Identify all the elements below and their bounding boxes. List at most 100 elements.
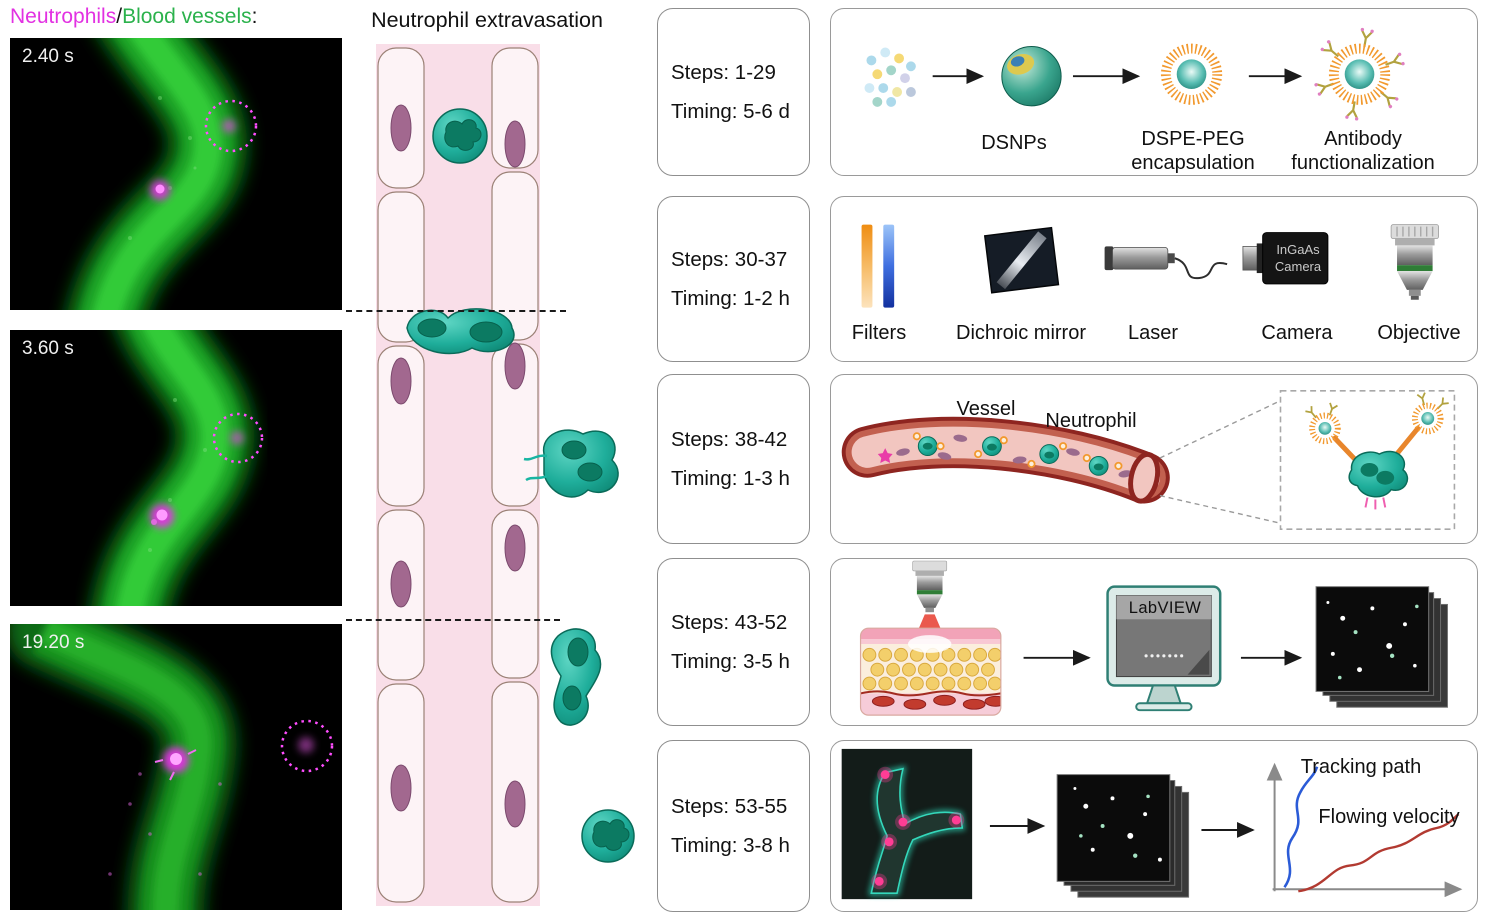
tracking-analysis-illustration <box>841 748 1463 900</box>
steps-box-3: Steps: 38-42 Timing: 1-3 h <box>657 374 810 544</box>
camera-label: Camera <box>1261 322 1333 344</box>
legend-blood-vessels: Blood vessels <box>122 5 252 28</box>
filters-label: Filters <box>851 322 907 344</box>
tracking-circle-icon <box>212 412 264 464</box>
panel-vessel-labeling: Vessel Neutrophil <box>830 374 1478 544</box>
vessel-opening <box>1128 451 1161 504</box>
zoom-line-top <box>1159 400 1281 459</box>
steps-label: Steps: 30-37 <box>671 247 788 271</box>
micrograph-1-image <box>10 38 342 310</box>
timestamp: 2.40 s <box>22 46 74 67</box>
extravasation-illustration <box>376 44 635 906</box>
panel-optical-setup: InGaAs Camera Filters Dichroic mirror La… <box>830 196 1478 362</box>
timing-label: Timing: 3-8 h <box>671 833 790 857</box>
stage-connector-line-2 <box>346 619 560 621</box>
steps-box-4: Steps: 43-52 Timing: 3-5 h <box>657 558 810 726</box>
objective-icon <box>1390 224 1439 300</box>
filters-icon <box>861 224 895 308</box>
zoom-line-bottom <box>1159 494 1281 524</box>
neutrophil-spot <box>154 747 197 781</box>
dichroic-label: Dichroic mirror <box>956 322 1086 344</box>
vessel-label: Vessel <box>956 398 1016 420</box>
legend-neutrophils: Neutrophils <box>10 5 117 28</box>
micrograph-2-image <box>10 330 342 606</box>
linker-rod <box>1392 425 1421 459</box>
neutrophil-dots <box>871 766 965 890</box>
extravasation-title: Neutrophil extravasation <box>371 8 603 32</box>
cilia-marks <box>1364 497 1387 510</box>
steps-label: Steps: 43-52 <box>671 610 788 634</box>
red-blood-cells <box>896 434 1133 478</box>
nanoprobe-icon <box>1309 412 1341 445</box>
timestamp: 19.20 s <box>22 632 85 653</box>
blood-vessel-core <box>81 38 234 310</box>
blood-vessel-cutaway-icon <box>841 416 1170 504</box>
neutrophil-nuclei <box>417 119 630 851</box>
nanoprobe-icon <box>1411 402 1444 435</box>
panel-nanoparticle-synthesis: DSNPs DSPE-PEG encapsulation Antibody fu… <box>830 8 1478 176</box>
zoom-inset-content <box>1305 392 1449 510</box>
antibody-label: Antibody functionalization <box>1291 128 1435 174</box>
micrograph-frame-3: 19.20 s <box>10 624 342 910</box>
lumen-neutrophils <box>917 436 1109 476</box>
magenta-speckles <box>108 772 222 876</box>
linker-rod <box>1332 435 1359 463</box>
dspe-peg-particle-icon <box>1160 43 1223 105</box>
labview-label: LabVIEW <box>1128 599 1202 617</box>
dsnps-label: DSNPs <box>981 132 1047 154</box>
steps-box-1: Steps: 1-29 Timing: 5-6 d <box>657 8 810 176</box>
panel-tracking-analysis: Tracking path Flowing velocity <box>830 740 1478 912</box>
dspe-peg-label: DSPE-PEG encapsulation <box>1131 128 1255 174</box>
tracking-path-curve <box>1283 766 1319 889</box>
dsnp-sphere-icon <box>1001 46 1062 107</box>
objective-label: Objective <box>1377 322 1461 344</box>
magenta-marker <box>877 448 893 463</box>
imaging-acquisition-illustration <box>859 560 1448 716</box>
timestamp: 3.60 s <box>22 338 74 359</box>
analysis-graph <box>1266 762 1463 898</box>
vessel-segmentation-image <box>841 748 973 900</box>
antibody-particle-icon <box>1314 27 1405 121</box>
neutrophil-spot <box>150 504 174 528</box>
neutrophil-label: Neutrophil <box>1045 410 1137 432</box>
legend-slash: / <box>116 5 123 28</box>
stage-connector-line-1 <box>346 310 566 312</box>
flowing-velocity-curve <box>1298 813 1460 893</box>
pseudopods <box>523 454 548 482</box>
tracked-neutrophil-spot <box>230 431 244 445</box>
precursor-dots-icon <box>864 47 916 107</box>
laser-label: Laser <box>1127 322 1179 344</box>
tissue-block-icon <box>859 627 1002 716</box>
objective-icon <box>912 560 948 613</box>
micrograph-frame-1: 2.40 s <box>10 38 342 310</box>
timing-label: Timing: 1-3 h <box>671 466 790 490</box>
blood-vessel-core <box>104 330 242 606</box>
tracked-neutrophil-spot <box>298 737 314 753</box>
panel-imaging-acquisition: LabVIEW <box>830 558 1478 726</box>
micrograph-3-image <box>10 624 342 910</box>
blood-vessel-core <box>32 624 224 910</box>
flowing-velocity-label: Flowing velocity <box>1318 806 1460 828</box>
timing-label: Timing: 1-2 h <box>671 286 790 310</box>
timing-label: Timing: 3-5 h <box>671 649 790 673</box>
steps-label: Steps: 53-55 <box>671 794 788 818</box>
endothelial-nuclei <box>390 104 526 828</box>
camera-inscription: InGaAs Camera <box>1274 242 1322 274</box>
steps-box-2: Steps: 30-37 Timing: 1-2 h <box>657 196 810 362</box>
steps-label: Steps: 38-42 <box>671 427 788 451</box>
nanoprobes-in-vessel <box>912 432 1123 470</box>
laser-icon <box>1104 246 1228 280</box>
micrograph-frame-2: 3.60 s <box>10 330 342 606</box>
vessel-labeling-illustration <box>841 390 1456 530</box>
extravasation-diagram <box>352 36 642 912</box>
legend-colon: : <box>251 5 258 28</box>
neutrophil-spot <box>150 180 170 200</box>
steps-label: Steps: 1-29 <box>671 60 776 84</box>
tracking-circle-icon <box>204 99 258 153</box>
vessel-speckles <box>148 398 207 552</box>
image-stack-icon <box>1315 586 1448 708</box>
nanoparticle-synthesis-illustration <box>864 27 1405 121</box>
tracking-path-label: Tracking path <box>1300 756 1422 778</box>
tracked-neutrophil-spot <box>222 119 236 133</box>
